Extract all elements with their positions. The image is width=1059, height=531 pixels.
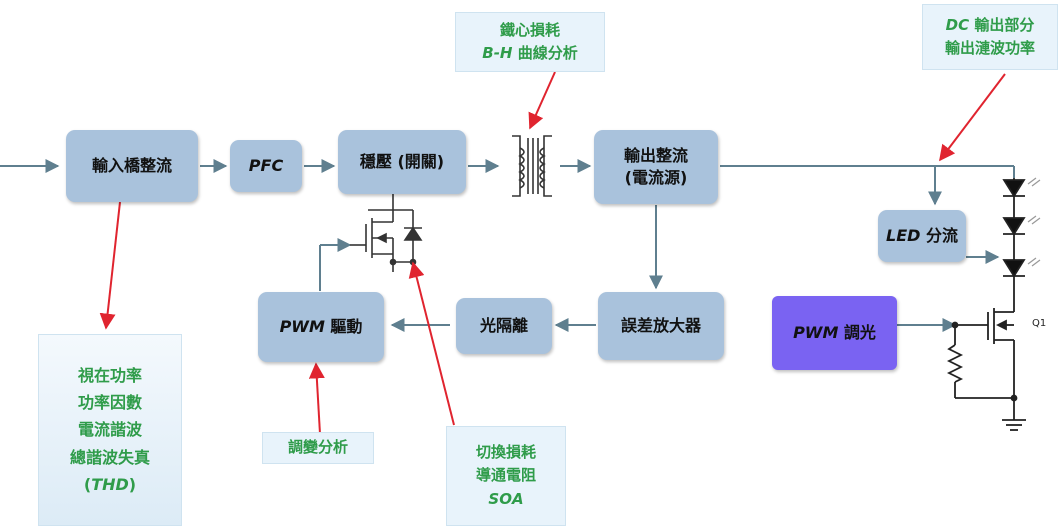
power-quality-line1: 視在功率 (77, 366, 142, 386)
regulator-label: 穩壓 (開關) (359, 152, 445, 172)
input-rectifier-label: 輸入橋整流 (91, 156, 172, 176)
thd-close-paren: ) (128, 474, 137, 494)
led-shunt-label: LED 分流 (886, 225, 958, 247)
signal-flow-lines (0, 159, 1015, 332)
pwm-drive-label: PWM 驅動 (280, 316, 363, 338)
annotation-arrows (99, 71, 1006, 435)
power-quality-line2: 功率因數 (77, 393, 142, 413)
led-shunt-label-rest: 分流 (920, 226, 958, 246)
switching-loss-line2: 導通電阻 (475, 466, 536, 485)
switching-loss-line1: 切換損耗 (475, 443, 536, 462)
transformer-icon (512, 135, 552, 197)
power-quality-note: 視在功率 功率因數 電流諧波 總諧波失真 (THD) (38, 334, 182, 526)
power-quality-line3: 電流諧波 (77, 420, 142, 440)
led-string-icon (1002, 177, 1041, 300)
thd-label: THD (91, 474, 129, 494)
core-loss-line2: B-H 曲線分析 (482, 42, 577, 65)
switching-loss-note: 切換損耗 導通電阻 SOA (446, 426, 566, 526)
core-loss-line2-rest: 曲線分析 (512, 44, 578, 62)
pwm-dimming-label: PWM 調光 (793, 322, 876, 344)
pwm-dimming-block: PWM 調光 (772, 296, 897, 370)
dc-output-line1: DC 輸出部分 (946, 14, 1035, 37)
pwm-dimming-label-rest: 調光 (838, 323, 876, 343)
modulation-analysis-label: 調變分析 (287, 438, 348, 457)
output-rectifier-label-line2: (電流源) (624, 168, 688, 187)
q1-transistor-icon (946, 300, 1026, 431)
regulator-block: 穩壓 (開關) (338, 130, 466, 194)
power-quality-line5: (THD) (84, 471, 136, 498)
input-rectifier-block: 輸入橋整流 (66, 130, 198, 202)
switching-loss-line3: SOA (488, 489, 524, 508)
opto-isolator-label: 光隔離 (479, 316, 528, 336)
pfc-block: PFC (230, 140, 302, 192)
thd-open-paren: ( (83, 474, 92, 494)
pfc-label: PFC (248, 156, 284, 176)
q1-label: Q1 (1032, 318, 1047, 329)
opto-isolator-block: 光隔離 (456, 298, 552, 354)
core-loss-line1: 鐵心損耗 (499, 20, 560, 39)
led-shunt-block: LED 分流 (878, 210, 966, 262)
output-rectifier-block: 輸出整流 (電流源) (594, 130, 718, 204)
pwm-drive-block: PWM 驅動 (258, 292, 384, 362)
modulation-analysis-note: 調變分析 (262, 432, 374, 464)
dc-output-line1-em: DC (945, 15, 970, 34)
dc-output-line1-rest: 輸出部分 (969, 15, 1035, 34)
error-amplifier-block: 誤差放大器 (598, 292, 724, 360)
core-loss-line2-em: B-H (482, 44, 513, 62)
led-shunt-label-em: LED (886, 226, 921, 246)
dc-output-note: DC 輸出部分 輸出漣波功率 (922, 4, 1058, 70)
output-rectifier-label-line1: 輸出整流 (623, 146, 688, 166)
pwm-drive-label-em: PWM (279, 317, 325, 337)
dc-output-line2: 輸出漣波功率 (944, 39, 1035, 57)
error-amplifier-label: 誤差放大器 (620, 316, 701, 336)
pwm-drive-label-rest: 驅動 (324, 317, 363, 337)
power-quality-line4: 總諧波失真 (69, 447, 150, 467)
pwm-dimming-label-em: PWM (793, 323, 839, 343)
mosfet-diode-icon (350, 194, 423, 272)
core-loss-note: 鐵心損耗 B-H 曲線分析 (455, 12, 605, 72)
